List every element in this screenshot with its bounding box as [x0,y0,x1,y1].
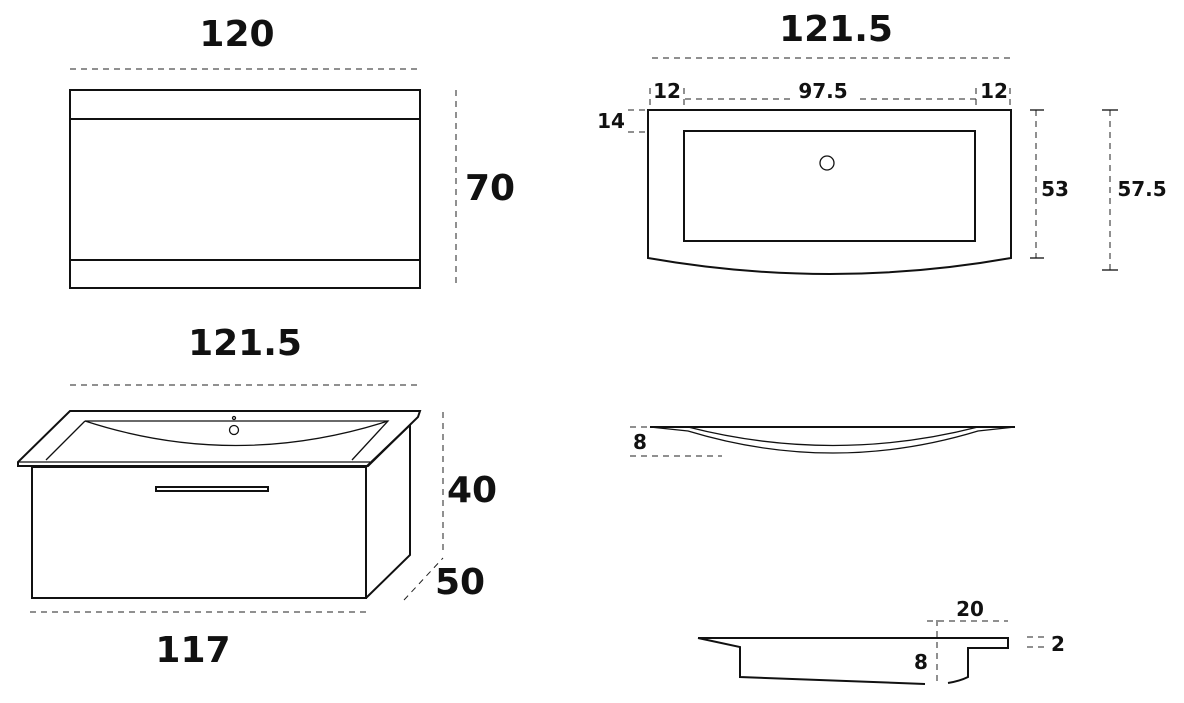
section-thickness-label: 2 [1051,632,1065,656]
section-depth-label: 8 [914,650,928,674]
top-margin-label: 14 [597,109,625,133]
washbasin-outline [647,109,1012,275]
depth-center-label: 53 [1041,177,1069,201]
profile-curve-outer [649,426,1016,454]
basin-width-label: 97.5 [798,79,847,103]
side-profile: 8 [630,426,1016,457]
depth-label: 50 [435,562,485,603]
perspective-view: 121.5 40 50 117 [17,323,497,671]
drawer-handle [155,486,269,492]
section-outline [697,637,1009,685]
top-view: 121.5 12 97.5 12 14 53 57.5 [597,9,1167,275]
cabinet-side [365,422,411,599]
profile-curve-inner [687,426,979,447]
front-height-label: 70 [465,168,515,209]
left-margin-label: 12 [653,79,681,103]
depth-total-label: 57.5 [1117,177,1166,201]
profile-depth-label: 8 [633,430,647,454]
right-margin-label: 12 [980,79,1008,103]
tap-hole-icon [231,415,237,421]
front-view: 120 70 [69,14,515,289]
front-width-label: 120 [199,14,274,55]
countertop [17,410,422,467]
depth-dimension-line [403,557,444,601]
bottom-width-label: 117 [155,630,230,671]
drain-hole-icon [228,424,240,436]
basin-bowl [683,130,976,242]
top-width-label: 121.5 [779,9,893,50]
basin-curve [84,420,389,447]
section-view: 20 8 2 [697,597,1065,686]
height-label: 40 [447,470,497,511]
cabinet-front-outline [69,89,421,289]
drawer-front [31,466,367,599]
section-width-label: 20 [956,597,984,621]
basin-rim [45,420,390,461]
top-width-label: 121.5 [188,323,302,364]
drain-hole-icon [819,155,835,171]
